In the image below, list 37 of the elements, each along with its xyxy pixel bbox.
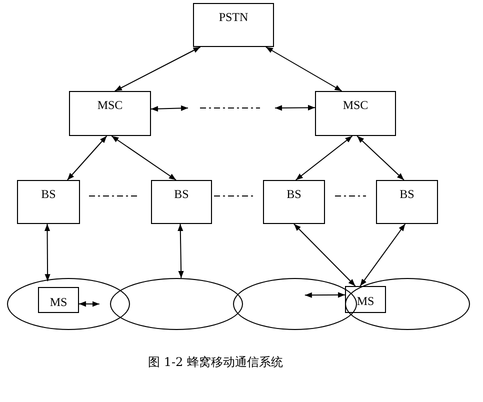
double-arrow (78, 301, 100, 307)
cell-ellipse (110, 278, 243, 330)
double-arrow (274, 104, 316, 111)
double-arrow (66, 136, 108, 180)
double-arrow (44, 224, 50, 282)
node-label: PSTN (218, 10, 250, 25)
node-box (345, 286, 386, 313)
node-box (193, 3, 274, 47)
node-box (376, 180, 438, 224)
figure-caption: 图 1-2 蜂窝移动通信系统 (148, 354, 283, 371)
node-box (69, 91, 151, 136)
cell-ellipse (7, 278, 130, 330)
node-box (263, 180, 325, 224)
double-arrow (294, 224, 356, 286)
double-arrow (265, 46, 342, 92)
node-box (315, 91, 396, 136)
cell-ellipse (233, 278, 357, 330)
double-arrow (114, 46, 201, 92)
double-arrow (304, 292, 346, 298)
node-label: BS (398, 187, 416, 202)
node-label: MSC (96, 98, 124, 113)
node-box (17, 180, 80, 224)
node-box (38, 287, 79, 313)
double-arrow (360, 224, 406, 286)
node-box (151, 180, 212, 224)
node-label: BS (286, 187, 302, 202)
cell-ellipse (345, 278, 470, 330)
node-label: MS (48, 295, 68, 310)
node-label: MS (356, 294, 376, 309)
node-label: BS (173, 187, 190, 202)
double-arrow (295, 136, 353, 180)
node-label: MSC (342, 98, 370, 113)
node-label: BS (40, 187, 57, 202)
double-arrow (150, 105, 188, 112)
double-arrow (111, 136, 176, 180)
double-arrow (356, 136, 404, 180)
double-arrow (178, 224, 184, 278)
